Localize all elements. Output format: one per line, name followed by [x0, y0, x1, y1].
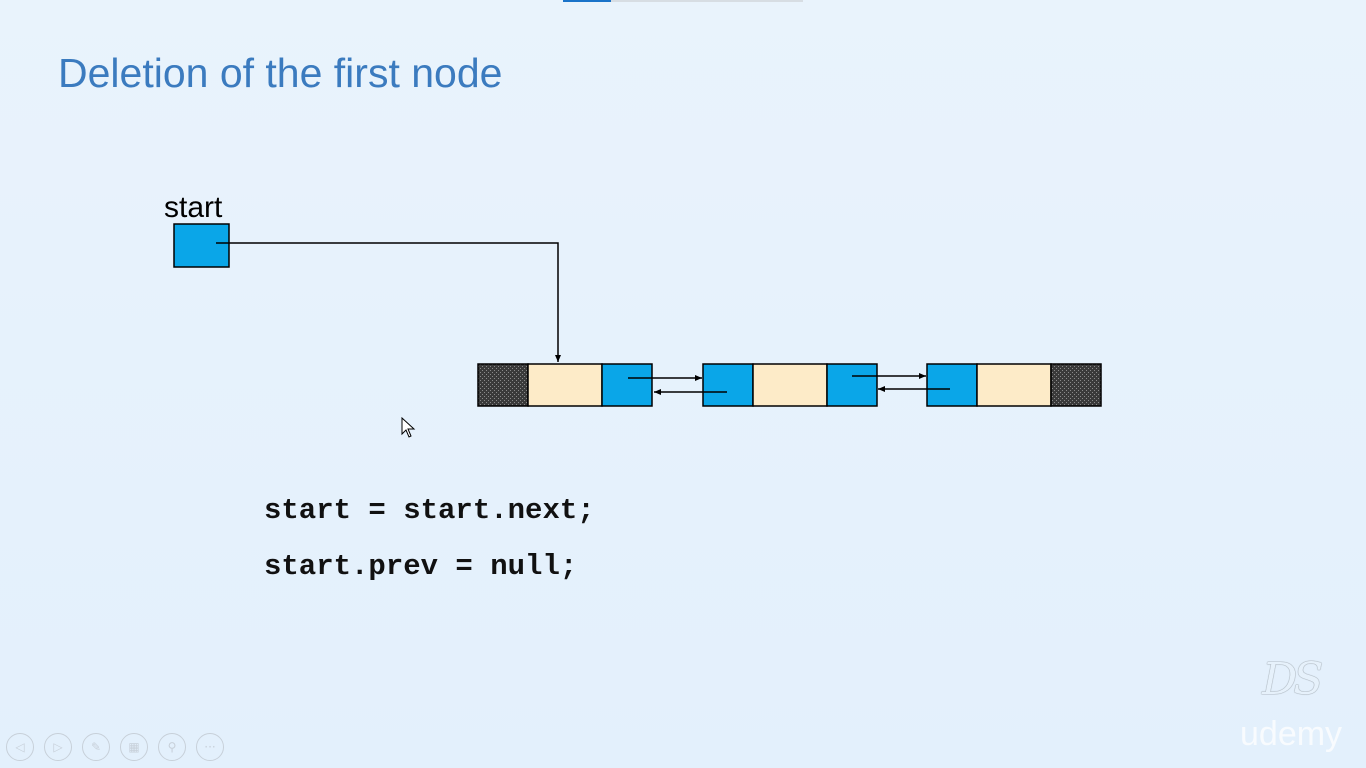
node-3-next-null: [1050, 363, 1102, 407]
prev-slide-icon[interactable]: ◁: [6, 733, 34, 761]
node-1-data: [527, 363, 603, 407]
start-label: start: [164, 191, 223, 224]
node-2: [702, 363, 878, 407]
pen-icon[interactable]: ✎: [82, 733, 110, 761]
next-slide-icon[interactable]: ▷: [44, 733, 72, 761]
mouse-cursor-icon: [401, 417, 416, 438]
zoom-icon[interactable]: ⚲: [158, 733, 186, 761]
node-2-data: [752, 363, 828, 407]
slideshow-controls: ◁ ▷ ✎ ▦ ⚲ ···: [6, 733, 224, 761]
code-line-1: start = start.next;: [264, 494, 595, 527]
slides-icon[interactable]: ▦: [120, 733, 148, 761]
node-1: [477, 363, 653, 407]
node-2-prev: [702, 363, 754, 407]
udemy-watermark: udemy: [1240, 715, 1343, 753]
node-1-prev-null: [477, 363, 529, 407]
slide-title: Deletion of the first node: [58, 50, 503, 96]
node-3-prev: [926, 363, 978, 407]
code-line-2: start.prev = null;: [264, 550, 578, 583]
node-1-next: [601, 363, 653, 407]
ds-logo: DS: [1262, 654, 1323, 705]
top-progress-track: [563, 0, 803, 2]
node-3: [926, 363, 1102, 407]
more-icon[interactable]: ···: [196, 733, 224, 761]
node-3-data: [976, 363, 1052, 407]
start-pointer-box: [173, 223, 230, 268]
start-pointer-arrow: [216, 242, 561, 362]
top-progress-indicator: [563, 0, 611, 2]
node-2-next: [826, 363, 878, 407]
